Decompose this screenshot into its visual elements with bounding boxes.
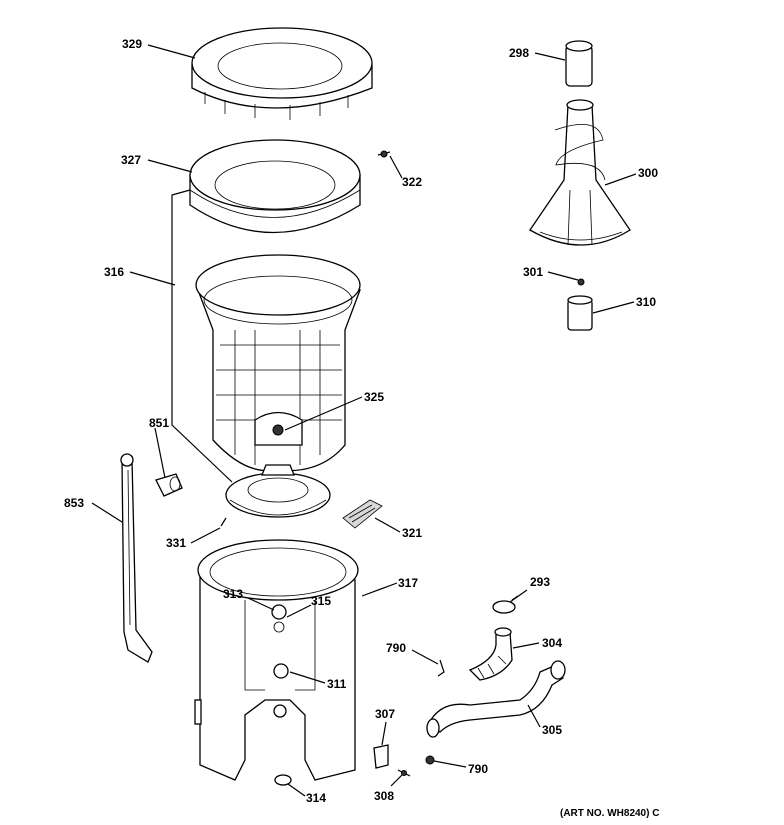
label-298: 298 bbox=[509, 46, 529, 60]
hose-305 bbox=[426, 660, 566, 738]
clamp-790-lower bbox=[425, 755, 435, 765]
label-790-lower: 790 bbox=[468, 762, 488, 776]
label-325: 325 bbox=[364, 390, 384, 404]
label-314: 314 bbox=[306, 791, 326, 805]
label-304: 304 bbox=[542, 636, 562, 650]
label-331: 331 bbox=[166, 536, 186, 550]
bracket-307 bbox=[373, 744, 389, 769]
clip-321 bbox=[342, 499, 383, 529]
agitator-cap-298 bbox=[565, 40, 593, 87]
label-307: 307 bbox=[375, 707, 395, 721]
label-301: 301 bbox=[523, 265, 543, 279]
label-308: 308 bbox=[374, 789, 394, 803]
label-305: 305 bbox=[542, 723, 562, 737]
label-853: 853 bbox=[64, 496, 84, 510]
label-317: 317 bbox=[398, 576, 418, 590]
balance-ring-327 bbox=[189, 139, 361, 234]
cap-851 bbox=[155, 473, 183, 497]
label-321: 321 bbox=[402, 526, 422, 540]
label-327: 327 bbox=[121, 153, 141, 167]
hose-304 bbox=[468, 627, 513, 681]
tub-cover-329 bbox=[191, 27, 373, 120]
label-293: 293 bbox=[530, 575, 550, 589]
leader-lines bbox=[91, 44, 637, 797]
label-322: 322 bbox=[402, 175, 422, 189]
hub-assembly bbox=[220, 464, 331, 527]
label-315: 315 bbox=[311, 594, 331, 608]
label-316: 316 bbox=[104, 265, 124, 279]
outer-tub-317 bbox=[194, 539, 359, 781]
label-300: 300 bbox=[638, 166, 658, 180]
coupler-310 bbox=[567, 295, 593, 331]
label-311: 311 bbox=[327, 677, 347, 691]
wash-basket-316 bbox=[195, 254, 361, 472]
leader-316-bracket bbox=[171, 189, 233, 483]
screw-322 bbox=[377, 150, 391, 158]
label-851: 851 bbox=[149, 416, 169, 430]
label-790-upper: 790 bbox=[386, 641, 406, 655]
clamp-790-upper bbox=[437, 659, 445, 677]
label-329: 329 bbox=[122, 37, 142, 51]
part-labels: 329 327 322 316 325 851 853 331 321 317 … bbox=[64, 37, 659, 819]
label-310: 310 bbox=[636, 295, 656, 309]
label-313: 313 bbox=[223, 587, 243, 601]
tube-853 bbox=[120, 453, 153, 663]
agitator-300 bbox=[529, 99, 631, 246]
seal-314 bbox=[274, 774, 292, 786]
screw-308 bbox=[397, 769, 411, 777]
art-number: (ART NO. WH8240) C bbox=[560, 808, 659, 819]
washer-301 bbox=[577, 278, 585, 286]
